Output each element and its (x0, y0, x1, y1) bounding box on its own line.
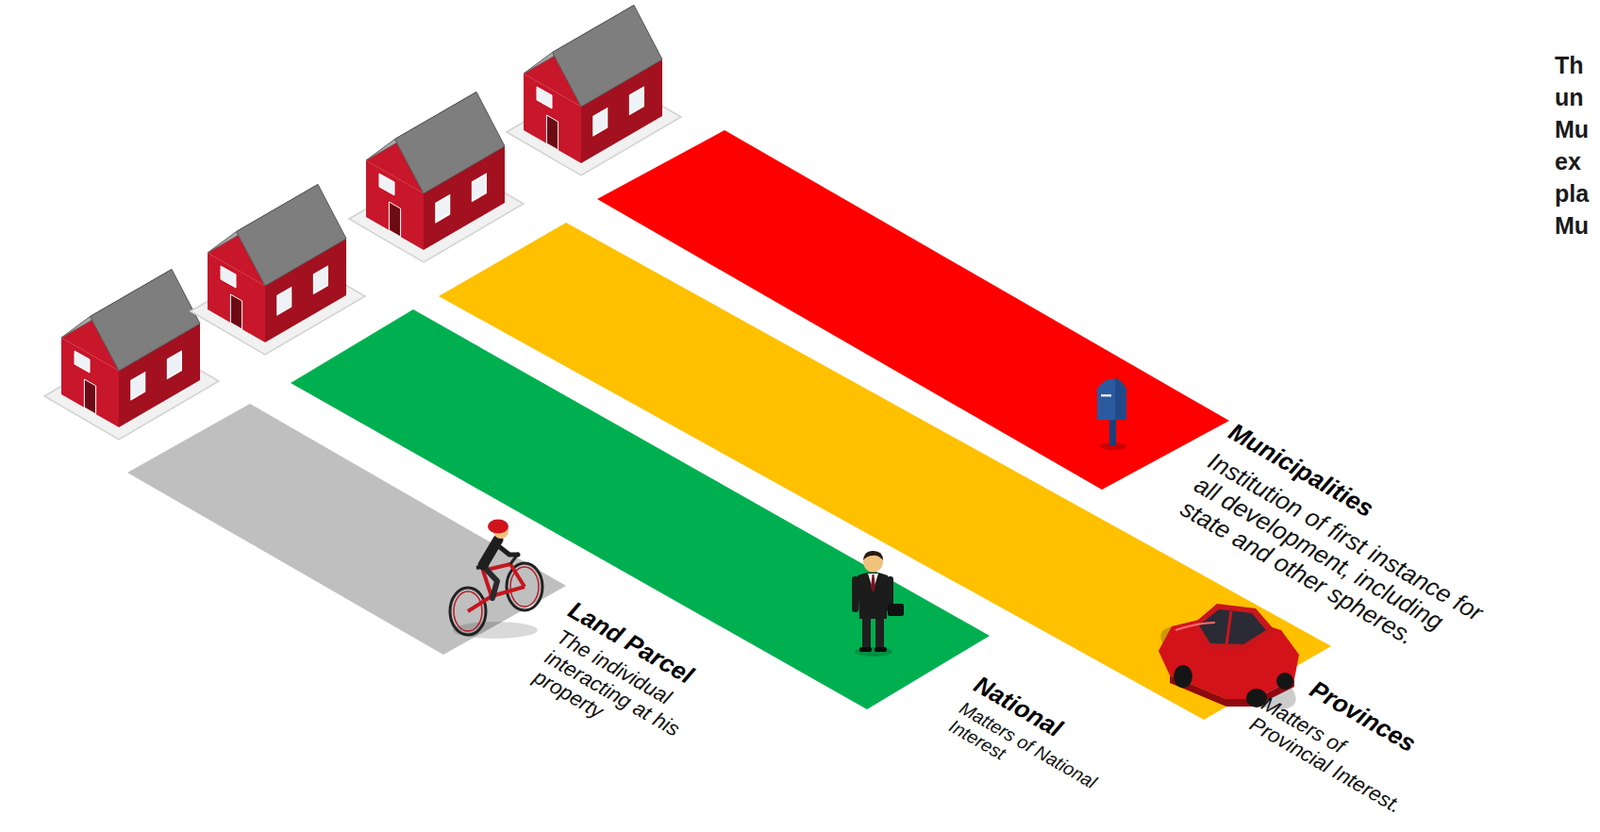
car-part (1276, 672, 1294, 690)
house (190, 184, 366, 356)
car-part (1199, 609, 1267, 645)
businessman-part (870, 574, 876, 593)
band-fill (597, 130, 1230, 490)
municipalities-band: MunicipalitiesInstitution of first insta… (597, 130, 1230, 490)
businessman-part (859, 647, 872, 652)
businessman-part (887, 603, 904, 617)
car-part (1173, 665, 1193, 688)
house (506, 5, 682, 177)
businessman-part (863, 550, 884, 561)
businessman-part (874, 647, 887, 652)
house (349, 92, 524, 264)
mailbox-part (1100, 394, 1112, 398)
house (44, 269, 219, 441)
businessman-part (857, 572, 888, 620)
band-shape (597, 130, 1230, 490)
car-part (1226, 611, 1232, 646)
businessman-part (851, 576, 859, 613)
cut-off-note: Th un Mu ex pla Mu (1554, 49, 1589, 242)
businessman-part (854, 647, 893, 657)
cyclist-part (487, 519, 509, 534)
